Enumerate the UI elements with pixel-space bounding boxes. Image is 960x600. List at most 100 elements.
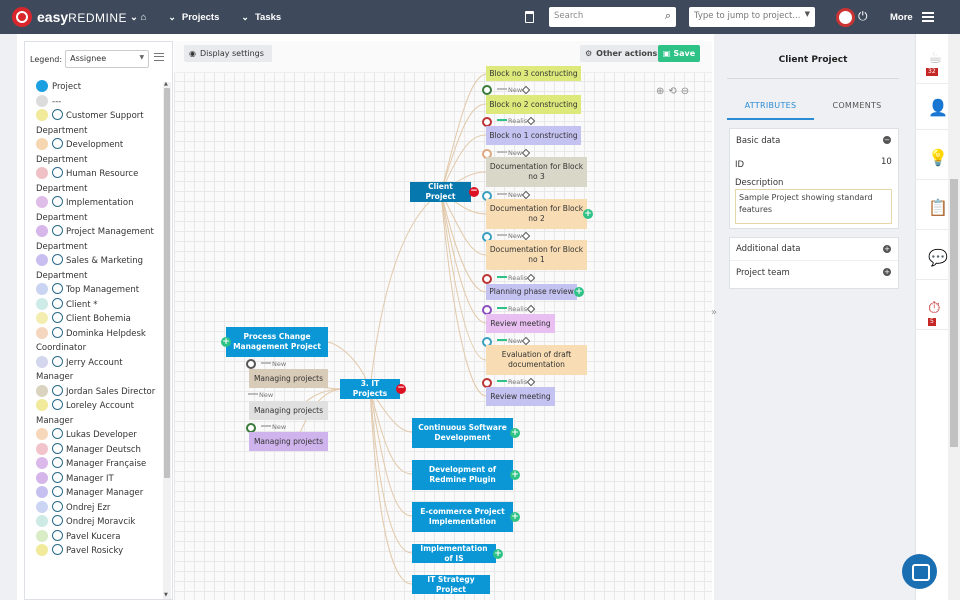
- node-review-meeting[interactable]: Review meeting: [486, 387, 555, 406]
- time-tracking-button[interactable]: ⏱ 5: [915, 286, 960, 330]
- node-planning[interactable]: Planning phase review: [486, 284, 577, 300]
- legend-item[interactable]: Dominka Helpdesk Coordinator: [25, 326, 162, 356]
- node-block3[interactable]: Block no 3 constructing: [486, 66, 581, 81]
- page-scrollbar[interactable]: [948, 34, 960, 600]
- collapse-icon[interactable]: −: [469, 186, 479, 197]
- legend-item[interactable]: Ondrej Moravcik: [25, 515, 162, 530]
- legend-item[interactable]: Jerry Account Manager: [25, 355, 162, 385]
- additional-data-header[interactable]: Additional data+: [730, 238, 898, 261]
- hamburger-icon[interactable]: [922, 12, 934, 22]
- node-doc3[interactable]: Documentation for Block no 3: [486, 157, 587, 187]
- legend-item[interactable]: Project: [25, 80, 162, 95]
- tasks-menu[interactable]: ⌄Tasks: [241, 11, 282, 23]
- user-avatar-icon: [52, 515, 63, 526]
- chat-widget-button[interactable]: [902, 554, 937, 589]
- time-badge: 5: [928, 318, 936, 326]
- other-actions-button[interactable]: ⚙Other actions: [580, 45, 665, 62]
- node-redmine-plugin[interactable]: Development of Redmine Plugin: [412, 460, 513, 490]
- node-doc2[interactable]: Documentation for Block no 2: [486, 199, 587, 229]
- node-continuous-dev[interactable]: Continuous Software Development: [412, 418, 513, 448]
- display-settings-button[interactable]: ◉Display settings: [184, 45, 272, 62]
- expand-icon[interactable]: +: [221, 337, 231, 347]
- checklist-button[interactable]: 📋: [915, 186, 960, 230]
- node-doc1[interactable]: Documentation for Block no 1: [486, 240, 587, 270]
- search-icon[interactable]: ⌕: [664, 9, 671, 22]
- node-implementation-is[interactable]: Implementation of IS: [412, 544, 496, 563]
- projects-menu[interactable]: ⌄Projects: [168, 11, 220, 23]
- node-managing-projects[interactable]: Managing projects: [249, 401, 328, 420]
- expand-section-icon[interactable]: +: [883, 245, 891, 253]
- node-managing-projects[interactable]: Managing projects: [249, 369, 328, 388]
- legend-item[interactable]: Ondrej Ezr: [25, 500, 162, 516]
- legend-item[interactable]: Manager Deutsch: [25, 442, 162, 458]
- legend-menu-icon[interactable]: [154, 53, 164, 61]
- legend-item[interactable]: Lukas Developer: [25, 428, 162, 443]
- node-ecommerce[interactable]: E-commerce Project Implementation: [412, 502, 513, 532]
- legend-item[interactable]: Client Bohemia: [25, 312, 162, 327]
- activity-button[interactable]: ☕ 32: [915, 40, 960, 84]
- node-managing-projects[interactable]: Managing projects: [249, 432, 328, 451]
- expand-icon[interactable]: +: [510, 470, 520, 480]
- legend-item[interactable]: Development Department: [25, 138, 162, 167]
- legend-item[interactable]: Loreley Account Manager: [25, 399, 162, 428]
- expand-section-icon[interactable]: +: [883, 268, 891, 276]
- logout-icon[interactable]: ⏻: [858, 9, 868, 23]
- scrollbar-thumb[interactable]: [950, 179, 958, 447]
- logo[interactable]: easyREDMINE: [0, 7, 130, 27]
- node-block1[interactable]: Block no 1 constructing: [486, 126, 581, 145]
- expand-icon[interactable]: +: [493, 549, 503, 559]
- legend-item[interactable]: Manager Française: [25, 457, 162, 472]
- legend-item[interactable]: Project Management Department: [25, 225, 162, 254]
- legend-item-label: Ondrej Ezr: [66, 502, 111, 513]
- legend-item[interactable]: Customer Support Department: [25, 109, 162, 138]
- node-process-change[interactable]: Process Change Management Project: [226, 327, 328, 357]
- node-it-strategy[interactable]: IT Strategy Project: [412, 575, 490, 594]
- legend-item[interactable]: Manager Manager: [25, 486, 162, 501]
- user-avatar[interactable]: [836, 8, 855, 27]
- ideas-button[interactable]: 💡: [915, 136, 960, 180]
- legend-item[interactable]: Pavel Kucera: [25, 529, 162, 545]
- trash-icon[interactable]: [525, 11, 534, 23]
- chat-button[interactable]: 💬: [915, 236, 960, 280]
- search-input[interactable]: Search⌕: [549, 7, 676, 27]
- users-button[interactable]: 👤: [915, 86, 960, 130]
- basic-data-header[interactable]: Basic data−: [736, 135, 891, 146]
- legend-item[interactable]: Implementation Department: [25, 196, 162, 225]
- scroll-down-icon[interactable]: ▼: [164, 592, 168, 598]
- zoom-fit-icon[interactable]: ⟲: [668, 86, 681, 97]
- tab-attributes[interactable]: ATTRIBUTES: [744, 101, 797, 110]
- legend-item[interactable]: Client *: [25, 297, 162, 313]
- legend-select[interactable]: Assignee▼: [65, 50, 150, 68]
- collapse-icon[interactable]: −: [396, 383, 406, 394]
- expand-icon[interactable]: +: [574, 287, 584, 297]
- scrollbar-thumb[interactable]: [164, 88, 170, 478]
- scroll-up-icon[interactable]: ▲: [164, 81, 168, 87]
- legend-item[interactable]: Human Resource Department: [25, 167, 162, 196]
- node-review-meeting[interactable]: Review meeting: [486, 314, 555, 333]
- legend-item[interactable]: Top Management: [25, 283, 162, 298]
- home-menu[interactable]: ⌄ ⌂: [130, 12, 146, 23]
- collapse-section-icon[interactable]: −: [883, 136, 891, 144]
- legend-scrollbar[interactable]: ▲ ▼: [163, 81, 171, 599]
- legend-item[interactable]: Jordan Sales Director: [25, 384, 162, 400]
- tab-comments[interactable]: COMMENTS: [832, 101, 882, 110]
- description-field[interactable]: Sample Project showing standard features: [735, 189, 892, 224]
- zoom-out-icon[interactable]: ⊖: [680, 86, 694, 97]
- node-client-project[interactable]: Client Project: [410, 182, 471, 202]
- jump-to-project-select[interactable]: Type to jump to project...▼: [689, 7, 815, 27]
- expand-icon[interactable]: +: [510, 428, 520, 438]
- node-block2[interactable]: Block no 2 constructing: [486, 95, 581, 114]
- legend-item[interactable]: Pavel Rosicky: [25, 544, 162, 559]
- save-button[interactable]: ▣Save: [658, 45, 700, 62]
- legend-item[interactable]: Manager IT: [25, 471, 162, 487]
- project-team-header[interactable]: Project team+: [736, 267, 891, 278]
- collapse-panel-icon[interactable]: »: [711, 307, 718, 318]
- more-menu[interactable]: More: [890, 12, 913, 23]
- expand-icon[interactable]: +: [510, 512, 520, 522]
- node-evaluation[interactable]: Evaluation of draft documentation: [486, 345, 587, 375]
- zoom-in-icon[interactable]: ⊕: [656, 86, 669, 97]
- expand-icon[interactable]: +: [583, 209, 593, 219]
- node-it-projects[interactable]: 3. IT Projects: [340, 379, 400, 399]
- legend-item[interactable]: ---: [25, 94, 162, 110]
- legend-item[interactable]: Sales & Marketing Department: [25, 254, 162, 283]
